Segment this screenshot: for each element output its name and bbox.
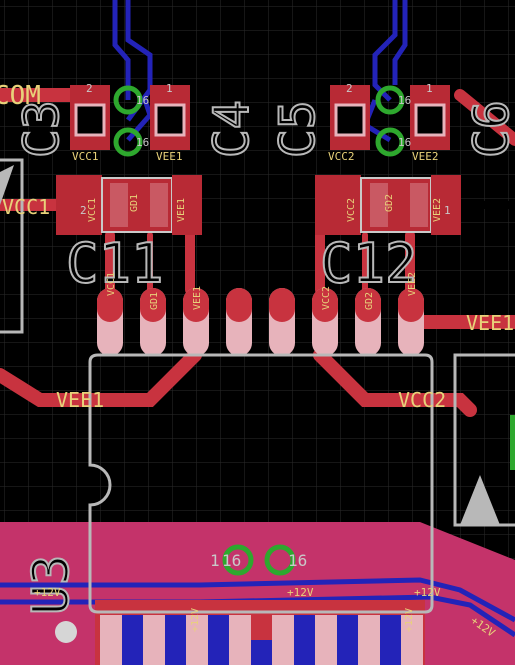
via bbox=[113, 127, 143, 157]
u3-bottom-pads bbox=[95, 600, 425, 665]
net-vee2-c12: VEE2 bbox=[432, 198, 443, 222]
pad-number: 1 bbox=[426, 82, 433, 95]
net-vee1-pad: VEE1 bbox=[156, 150, 183, 163]
label-c5: C5 bbox=[270, 100, 326, 158]
net-vee1-u3pin: VEE1 bbox=[192, 286, 203, 310]
label-c3: C3 bbox=[14, 100, 70, 158]
net-12v-left: +12V bbox=[34, 586, 61, 599]
net-vcc2-u3pin: VCC2 bbox=[321, 286, 332, 310]
net-gd1-u3pin: GD1 bbox=[149, 292, 160, 310]
via-number: 16 bbox=[398, 94, 411, 107]
u3-pin1-dot bbox=[55, 621, 77, 643]
net-vcc1-u3pin: VCC1 bbox=[106, 272, 117, 296]
top-layer-traces bbox=[0, 88, 515, 417]
small-pads-right bbox=[330, 85, 450, 150]
net-labels: VCC1 VEE1 VCC2 VEE1 VCC1 VEE1 VCC2 VEE2 … bbox=[2, 150, 514, 640]
via bbox=[222, 544, 254, 576]
via-number: 1 bbox=[210, 551, 220, 570]
vias bbox=[113, 85, 405, 576]
net-12v-pin: +12V bbox=[190, 608, 201, 632]
via bbox=[375, 127, 405, 157]
designators: C3 C4 C5 C6 C11 C12 U3 bbox=[13, 99, 515, 616]
left-orientation-mark bbox=[0, 165, 14, 205]
pad-number: 2 bbox=[86, 82, 93, 95]
label-u3: U3 bbox=[22, 555, 80, 615]
via-number: 16 bbox=[136, 94, 149, 107]
left-component-outline bbox=[0, 158, 24, 334]
via-number: 16 bbox=[398, 136, 411, 149]
net-vee1-c11: VEE1 bbox=[176, 198, 187, 222]
net-gd2-c12: GD2 bbox=[384, 194, 395, 212]
via bbox=[375, 85, 405, 115]
net-vcc2-pad: VCC2 bbox=[328, 150, 355, 163]
via bbox=[264, 544, 296, 576]
net-vee2-pad: VEE2 bbox=[412, 150, 439, 163]
net-vcc1-c11: VCC1 bbox=[87, 198, 98, 222]
right-orientation-mark bbox=[460, 475, 500, 525]
net-vcc2-c12: VCC2 bbox=[346, 198, 357, 222]
net-vee1-right: VEE1 bbox=[466, 311, 514, 335]
label-c4: C4 bbox=[204, 100, 260, 158]
pad-number: 1 bbox=[166, 82, 173, 95]
net-vcc2-trace: VCC2 bbox=[398, 388, 446, 412]
u3-outline bbox=[88, 353, 434, 614]
u3-top-pads bbox=[97, 288, 424, 356]
c12-footprint bbox=[315, 175, 461, 235]
label-com: COM bbox=[0, 81, 41, 111]
label-c6: C6 bbox=[464, 100, 515, 158]
net-gd2-u3pin: GD2 bbox=[364, 292, 375, 310]
net-vee2-u3pin: VEE2 bbox=[407, 272, 418, 296]
net-vcc1-pad: VCC1 bbox=[72, 150, 99, 163]
pad-number: 2 bbox=[80, 204, 87, 217]
label-c11: C11 bbox=[66, 232, 164, 295]
net-gd1-c11: GD1 bbox=[129, 194, 140, 212]
pad-number: 2 bbox=[346, 82, 353, 95]
net-12v-mid: +12V bbox=[287, 586, 314, 599]
net-12v-pin-right: +12V bbox=[404, 608, 415, 632]
c11-footprint bbox=[56, 175, 202, 235]
net-vee1-trace: VEE1 bbox=[56, 388, 104, 412]
pad-number: 1 bbox=[444, 204, 451, 217]
via-number: 16 bbox=[288, 551, 307, 570]
right-edge-pad bbox=[510, 415, 515, 470]
via-number: 16 bbox=[136, 136, 149, 149]
net-12v-right: +12V bbox=[414, 586, 441, 599]
pad-numbers: 2 1 2 1 2 1 16 16 16 16 1 16 16 bbox=[80, 82, 451, 570]
via bbox=[113, 85, 143, 115]
via-number: 16 bbox=[222, 551, 241, 570]
small-pads-left bbox=[70, 85, 190, 150]
net-vcc1-trace: VCC1 bbox=[2, 195, 50, 219]
label-c12: C12 bbox=[320, 232, 418, 295]
